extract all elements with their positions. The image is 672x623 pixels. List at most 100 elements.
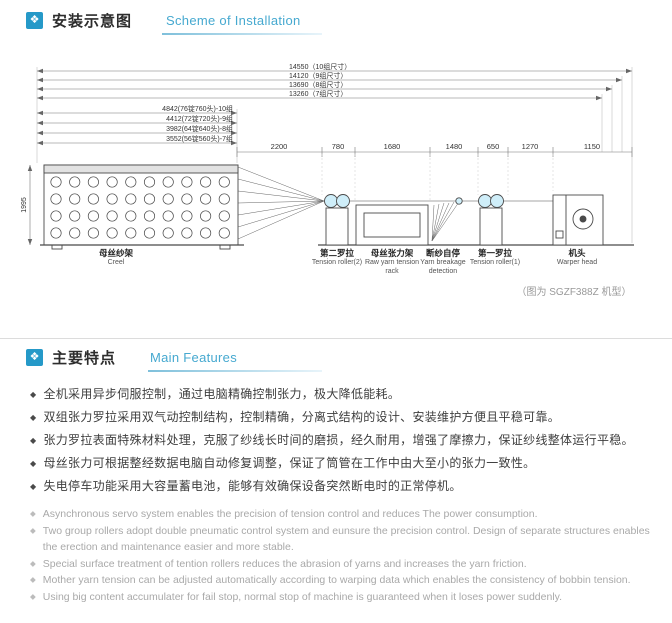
feature-text: Two group rollers adopt double pneumatic… <box>42 524 650 554</box>
diagram-svg: 14550（10组尺寸） 14120（9组尺寸） 13690（8组尺寸） 132… <box>21 62 634 250</box>
unit-label-cn: 第二罗拉 <box>319 248 354 258</box>
creel-bobbin <box>106 227 118 239</box>
section2-title-en: Main Features <box>150 350 238 365</box>
dim-seg-650: 650 <box>487 142 500 151</box>
feature-item-en: ◆ Asynchronous servo system enables the … <box>30 506 660 523</box>
yarn-strand <box>237 178 325 202</box>
unit-label-tension-roller-2: 第二罗拉 Tension roller(2) <box>302 248 372 268</box>
breakage-sensor <box>455 197 463 205</box>
creel-bobbin <box>218 193 230 205</box>
unit-label-en: Tension roller(2) <box>311 259 363 267</box>
unit-label-creel: 母丝纱架 Creel <box>76 248 156 268</box>
yarn-lines <box>237 166 325 240</box>
creel-bobbin <box>143 227 156 239</box>
unit-label-warper-head: 机头 Warper head <box>547 248 607 268</box>
feature-item-cn: ◆ 双组张力罗拉采用双气动控制结构，控制精确，分离式结构的设计、安装维护方便且平… <box>30 406 660 429</box>
breakage-fan-line <box>431 204 435 242</box>
creel-bobbin <box>125 210 137 222</box>
dim-total-9: 14120（9组尺寸） <box>289 71 347 80</box>
creel-bobbin <box>125 193 137 205</box>
feature-item-cn: ◆ 全机采用异步伺服控制，通过电脑精确控制张力，极大降低能耗。 <box>30 383 660 406</box>
yarn-strand <box>237 200 325 216</box>
creel-bobbin <box>69 210 81 222</box>
creel-dim-lines <box>37 110 237 146</box>
yarn-strand <box>237 190 325 202</box>
creel-bobbin <box>87 176 99 188</box>
tension-roller-2-roll <box>324 194 338 208</box>
bullet-icon: ◆ <box>30 525 36 535</box>
creel-bobbin <box>181 193 193 205</box>
unit-label-cn: 断纱自停 <box>425 248 460 258</box>
creel-bobbin <box>143 193 156 205</box>
unit-label-en: Yarn breakage detection <box>420 259 466 275</box>
top-dim-lines <box>37 68 632 101</box>
yarn-strand <box>237 200 325 204</box>
creel-bobbin <box>125 176 137 188</box>
creel-bobbin <box>162 210 174 222</box>
tension-rack-inner <box>363 212 421 238</box>
feature-item-en: ◆ Using big content accumulater for fail… <box>30 589 660 606</box>
breakage-fan-line <box>431 201 455 242</box>
feature-text: Using big content accumulater for fail s… <box>42 590 563 603</box>
bullet-icon: ◆ <box>30 390 37 399</box>
creel-bobbin <box>125 227 137 239</box>
section1-underline <box>162 33 322 35</box>
tension-roller-1-roll <box>478 194 492 208</box>
dim-creel-8: 3982(64锭640头)-8组 <box>166 124 233 133</box>
drop-lines <box>321 154 554 201</box>
yarn-strand <box>237 200 325 240</box>
unit-label-en: Creel <box>107 259 125 267</box>
feature-text: 双组张力罗拉采用双气动控制结构，控制精确，分离式结构的设计、安装维护方便且平稳可… <box>43 410 561 424</box>
bullet-icon: ◆ <box>30 482 37 491</box>
tension-rack-body <box>355 204 429 246</box>
warper-head-body <box>552 194 604 246</box>
feature-item-en: ◆ Mother yarn tension can be adjusted au… <box>30 572 660 589</box>
features-cn-list: ◆ 全机采用异步伺服控制，通过电脑精确控制张力，极大降低能耗。 ◆ 双组张力罗拉… <box>30 383 660 498</box>
warper-head-beam <box>572 208 594 230</box>
breakage-fan-line <box>431 201 460 242</box>
creel-bobbin <box>69 176 81 188</box>
warper-head-axle <box>579 215 587 223</box>
dim-height-1995: 1995 <box>21 197 28 213</box>
creel-bobbin <box>200 227 212 239</box>
unit-label-en: Raw yarn tension rack <box>364 259 420 275</box>
creel-bobbin <box>162 193 174 205</box>
feature-item-en: ◆ Special surface treatment of tention r… <box>30 556 660 573</box>
dim-total-7: 13260（7组尺寸） <box>289 89 347 98</box>
bullet-icon: ◆ <box>30 509 36 518</box>
feature-text: 母丝张力可根据整经数据电脑自动修复调整，保证了筒管在工作中由大至小的张力一致性。 <box>43 456 536 470</box>
section1-header: ❖ 安装示意图 Scheme of Installation <box>26 10 301 31</box>
unit-label-en: Warper head <box>556 259 598 267</box>
feature-text: 张力罗拉表面特殊材料处理，克服了纱线长时间的磨损，经久耐用，增强了摩擦力，保证纱… <box>43 433 634 447</box>
unit-label-cn: 母丝张力架 <box>370 248 414 258</box>
dim-total-10: 14550（10组尺寸） <box>289 62 351 71</box>
tension-roller-1-roll <box>490 194 504 208</box>
feature-text: 全机采用异步伺服控制，通过电脑精确控制张力，极大降低能耗。 <box>43 387 401 401</box>
creel-bobbin <box>106 193 118 205</box>
feature-item-cn: ◆ 失电停车功能采用大容量蓄电池，能够有效确保设备突然断电时的正常停机。 <box>30 475 660 498</box>
unit-label-cn: 机头 <box>568 248 586 258</box>
unit-label-en: Tension roller(1) <box>469 259 521 267</box>
segment-dim-line <box>236 147 633 157</box>
creel-bobbin <box>181 176 193 188</box>
creel-bobbin <box>181 227 193 239</box>
breakage-fan-line <box>431 202 445 242</box>
machine-drawing <box>40 164 634 250</box>
feature-text: Special surface treatment of tention rol… <box>42 557 527 570</box>
creel-bobbin <box>143 176 156 188</box>
creel-bobbin <box>162 227 174 239</box>
installation-diagram: 14550（10组尺寸） 14120（9组尺寸） 13690（8组尺寸） 132… <box>0 55 672 323</box>
creel-bobbin <box>106 210 118 222</box>
feature-item-cn: ◆ 母丝张力可根据整经数据电脑自动修复调整，保证了筒管在工作中由大至小的张力一致… <box>30 452 660 475</box>
section-divider <box>0 338 672 339</box>
feature-item-cn: ◆ 张力罗拉表面特殊材料处理，克服了纱线长时间的磨损，经久耐用，增强了摩擦力，保… <box>30 429 660 452</box>
bullet-icon: ◆ <box>30 436 37 445</box>
creel-bobbin <box>181 210 193 222</box>
dim-creel-10: 4842(76锭760头)-10组 <box>162 104 233 113</box>
creel-bobbin <box>87 210 99 222</box>
breakage-fan-line <box>431 202 450 242</box>
breakage-fan <box>431 201 460 242</box>
unit-label-breakage-detection: 断纱自停 Yarn breakage detection <box>413 248 473 277</box>
unit-label-cn: 第一罗拉 <box>477 248 512 258</box>
dim-seg-1680: 1680 <box>384 142 401 151</box>
